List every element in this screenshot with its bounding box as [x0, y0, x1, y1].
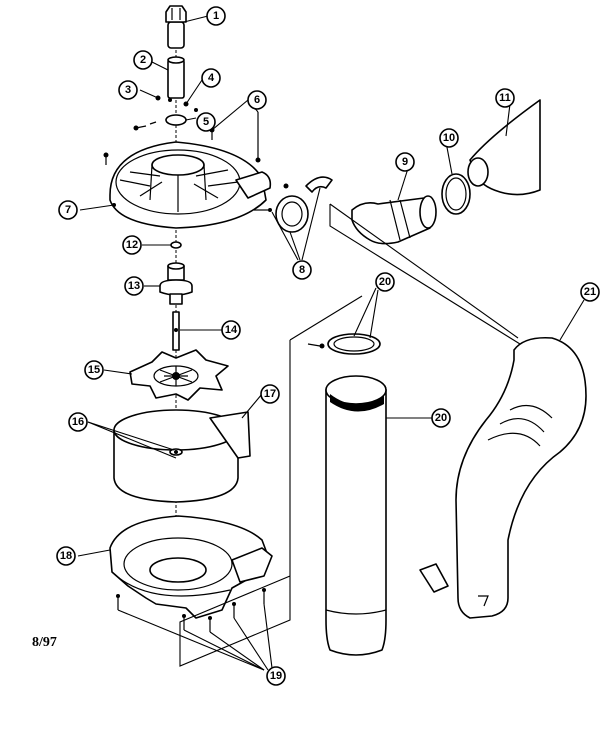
svg-text:12: 12: [126, 239, 138, 251]
svg-text:21: 21: [584, 286, 596, 298]
svg-text:11: 11: [499, 92, 511, 104]
part-15-impeller: [129, 349, 229, 401]
svg-text:17: 17: [264, 388, 276, 400]
svg-text:3: 3: [125, 84, 131, 96]
callout-14: 14: [221, 320, 241, 340]
part-20-tube: [307, 333, 387, 656]
svg-text:15: 15: [88, 364, 100, 376]
svg-text:2: 2: [140, 54, 146, 66]
part-19-screws: [116, 588, 266, 632]
svg-text:16: 16: [72, 416, 84, 428]
svg-text:18: 18: [60, 550, 72, 562]
svg-text:7: 7: [65, 204, 71, 216]
part-11-duct: [467, 99, 541, 196]
part-8-clamp: [254, 176, 333, 233]
part-1-coupling: [165, 5, 187, 49]
svg-text:19: 19: [270, 670, 282, 682]
svg-text:10: 10: [443, 132, 455, 144]
svg-text:20: 20: [435, 412, 447, 424]
part-21-hose: [419, 336, 587, 619]
part-17-fan-wheel: [113, 409, 251, 503]
part-10-ring: [441, 173, 471, 215]
callout-15: 15: [84, 360, 104, 380]
part-12-washer: [170, 241, 182, 249]
callout-7: 7: [58, 200, 78, 220]
callout-19: 19: [266, 666, 286, 686]
callout-6: 6: [247, 90, 267, 110]
callout-16: 16: [68, 412, 88, 432]
svg-text:4: 4: [208, 72, 215, 84]
svg-text:1: 1: [213, 10, 219, 22]
callout-17: 17: [260, 384, 280, 404]
callout-18: 18: [56, 546, 76, 566]
callout-4: 4: [201, 68, 221, 88]
svg-text:5: 5: [203, 116, 209, 128]
callout-1: 1: [206, 6, 226, 26]
callout-11: 11: [495, 88, 515, 108]
callout-9: 9: [395, 152, 415, 172]
svg-text:13: 13: [128, 280, 140, 292]
svg-text:6: 6: [254, 94, 260, 106]
callout-20-top: 20: [375, 272, 395, 292]
svg-text:9: 9: [402, 156, 408, 168]
callout-20-tube: 20: [431, 408, 451, 428]
part-14-shaft: [172, 311, 180, 351]
part-7-fan-housing-cover: [109, 141, 272, 229]
svg-text:14: 14: [225, 324, 238, 336]
part-9-elbow-adapter: [351, 195, 437, 245]
part-2-shaft-sleeve: [167, 56, 185, 99]
callout-8: 8: [292, 260, 312, 280]
callout-2: 2: [133, 50, 153, 70]
callout-13: 13: [124, 276, 144, 296]
callout-21: 21: [580, 282, 600, 302]
svg-text:20: 20: [379, 276, 391, 288]
callout-12: 12: [122, 235, 142, 255]
part-18-lower-housing: [109, 515, 273, 619]
callout-3: 3: [118, 80, 138, 100]
callout-5: 5: [196, 112, 216, 132]
svg-text:8: 8: [299, 264, 305, 276]
part-13-bearing-hub: [159, 262, 193, 305]
guide-lines: [179, 203, 521, 667]
callout-10: 10: [439, 128, 459, 148]
date-code: 8/97: [32, 635, 57, 650]
callout-leader-lines: [77, 15, 585, 671]
